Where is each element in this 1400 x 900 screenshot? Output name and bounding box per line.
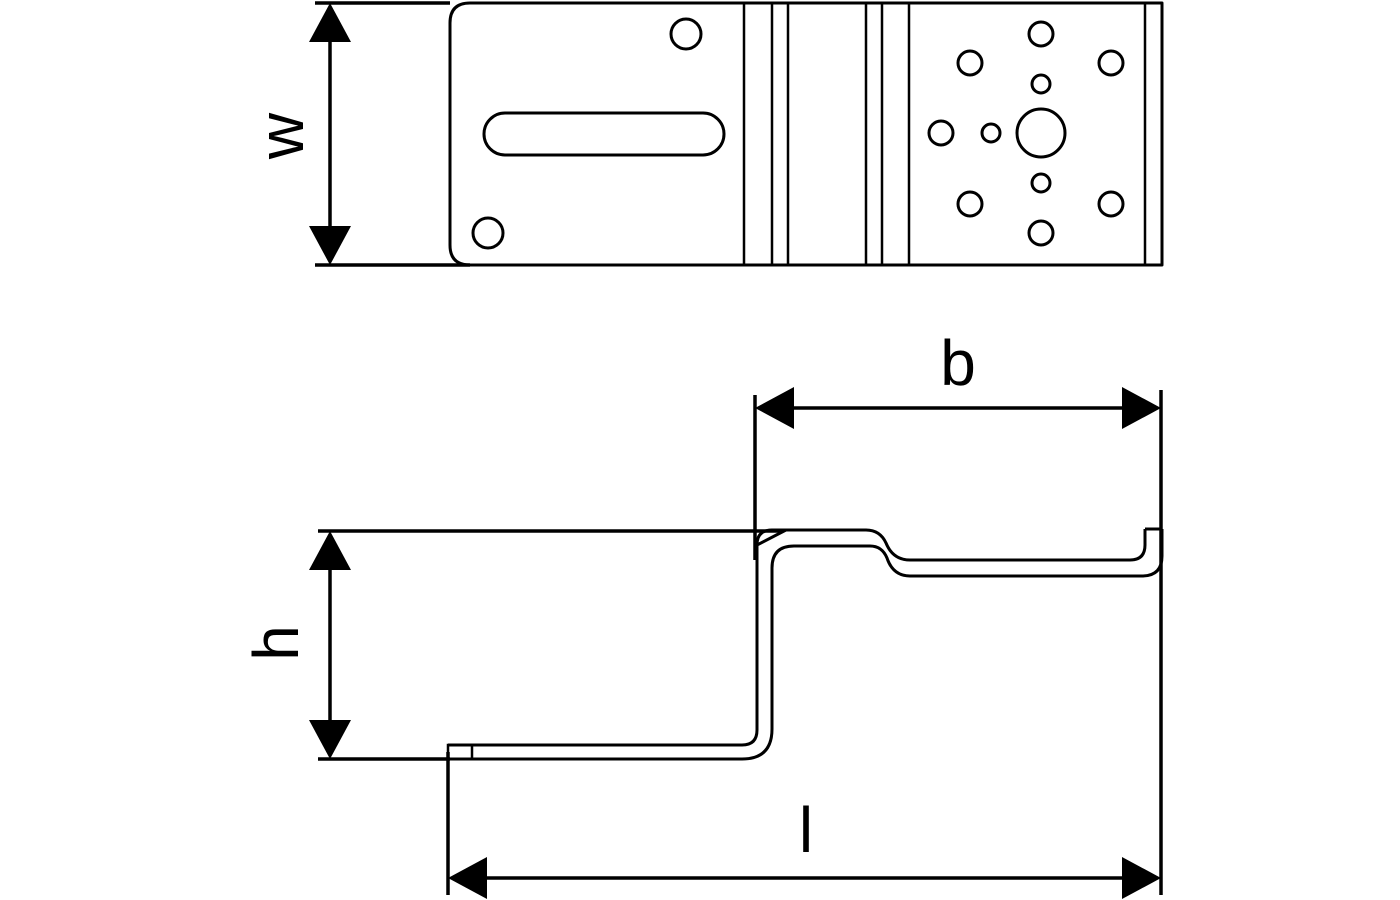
top-view (448, 1, 1164, 267)
hole (669, 17, 703, 51)
arrowhead (309, 226, 351, 265)
profile-inner-edge (448, 528, 1147, 747)
profile-end-cap (446, 743, 474, 761)
dimension-w: w (245, 1, 470, 267)
dimension-label-h: h (240, 625, 312, 661)
hole (927, 119, 955, 147)
hole (1027, 219, 1055, 247)
arrowhead (755, 387, 794, 429)
dimension-h: h (240, 529, 780, 761)
hole (471, 216, 505, 250)
hole (1030, 73, 1052, 95)
arrowhead (1122, 857, 1161, 899)
hole (980, 122, 1002, 144)
slot-hole (482, 111, 726, 157)
hole (956, 190, 984, 218)
arrowhead (309, 720, 351, 759)
dimension-label-w: w (245, 112, 317, 160)
arrowhead (1122, 387, 1161, 429)
profile-outer-edge (448, 529, 1164, 761)
hole (1030, 172, 1052, 194)
arrowhead (309, 531, 351, 570)
hole (1027, 20, 1055, 48)
hole (1097, 49, 1125, 77)
hole (1097, 190, 1125, 218)
side-view (446, 527, 1164, 761)
arrowhead (448, 857, 487, 899)
hole (956, 49, 984, 77)
arrowhead (309, 3, 351, 42)
dimension-b: b (753, 327, 1163, 895)
dimension-l: l (446, 752, 1161, 899)
dimension-label-b: b (940, 327, 976, 399)
dimension-label-l: l (799, 794, 813, 866)
hole (1015, 107, 1067, 159)
